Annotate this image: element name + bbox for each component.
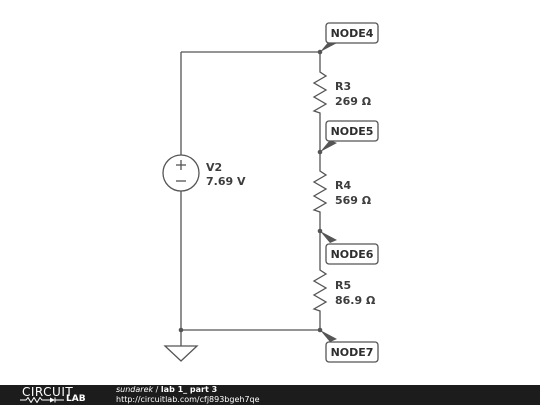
resistor-r3[interactable]: R3 269 Ω xyxy=(312,69,372,115)
voltage-source-circle xyxy=(162,154,200,192)
circuit-attribution: sundarek / lab 1_ part 3 xyxy=(116,385,217,395)
circuit-url-link[interactable]: http://circuitlab.com/cfj893bgeh7qe xyxy=(116,395,260,404)
r5-name-label: R5 xyxy=(335,279,351,292)
circuit-title[interactable]: lab 1_ part 3 xyxy=(160,385,218,394)
node4-text: NODE4 xyxy=(331,27,374,40)
path-separator: / xyxy=(153,385,161,394)
ground-icon xyxy=(163,345,199,362)
schematic-canvas: V2 7.69 V R3 269 Ω R4 569 Ω R5 86.9 Ω xyxy=(162,22,379,363)
junction-dot xyxy=(178,327,184,333)
v2-value-label: 7.69 V xyxy=(206,175,246,188)
node-label-node7[interactable]: NODE7 xyxy=(320,330,379,363)
logo-lab-text: LAB xyxy=(66,394,86,404)
r3-name-label: R3 xyxy=(335,80,351,93)
node-label-node4[interactable]: NODE4 xyxy=(320,22,379,52)
node7-text: NODE7 xyxy=(331,346,374,359)
node5-text: NODE5 xyxy=(331,125,374,138)
node6-text: NODE6 xyxy=(331,248,374,261)
resistor-r5-zigzag xyxy=(312,267,328,313)
r4-name-label: R4 xyxy=(335,179,351,192)
node-label-box xyxy=(325,22,379,44)
r4-value-label: 569 Ω xyxy=(335,194,372,207)
ground-symbol[interactable] xyxy=(163,345,199,362)
node-flag-icon xyxy=(320,140,337,152)
resistor-r4-zigzag xyxy=(312,168,328,214)
node-label-box xyxy=(325,243,379,265)
node-flag-icon xyxy=(320,330,337,342)
node-label-box xyxy=(325,341,379,363)
resistor-r4[interactable]: R4 569 Ω xyxy=(312,168,372,214)
node-label-node6[interactable]: NODE6 xyxy=(320,231,379,265)
voltage-source-v2[interactable]: V2 7.69 V xyxy=(162,154,246,192)
r3-value-label: 269 Ω xyxy=(335,95,372,108)
node-label-box xyxy=(325,120,379,142)
logo-resistor-icon xyxy=(20,397,64,403)
circuitlab-logo[interactable]: CIRCUIT LAB xyxy=(0,385,104,405)
node-label-node5[interactable]: NODE5 xyxy=(320,120,379,152)
footer-bar: CIRCUIT LAB sundarek / lab 1_ part 3 htt… xyxy=(0,385,540,405)
logo-circuit-text: CIRCUIT xyxy=(22,385,74,399)
node-flag-icon xyxy=(320,231,337,243)
v2-name-label: V2 xyxy=(206,161,222,174)
author-name[interactable]: sundarek xyxy=(116,385,154,394)
resistor-r3-zigzag xyxy=(312,69,328,115)
resistor-r5[interactable]: R5 86.9 Ω xyxy=(312,267,376,313)
r5-value-label: 86.9 Ω xyxy=(335,294,376,307)
